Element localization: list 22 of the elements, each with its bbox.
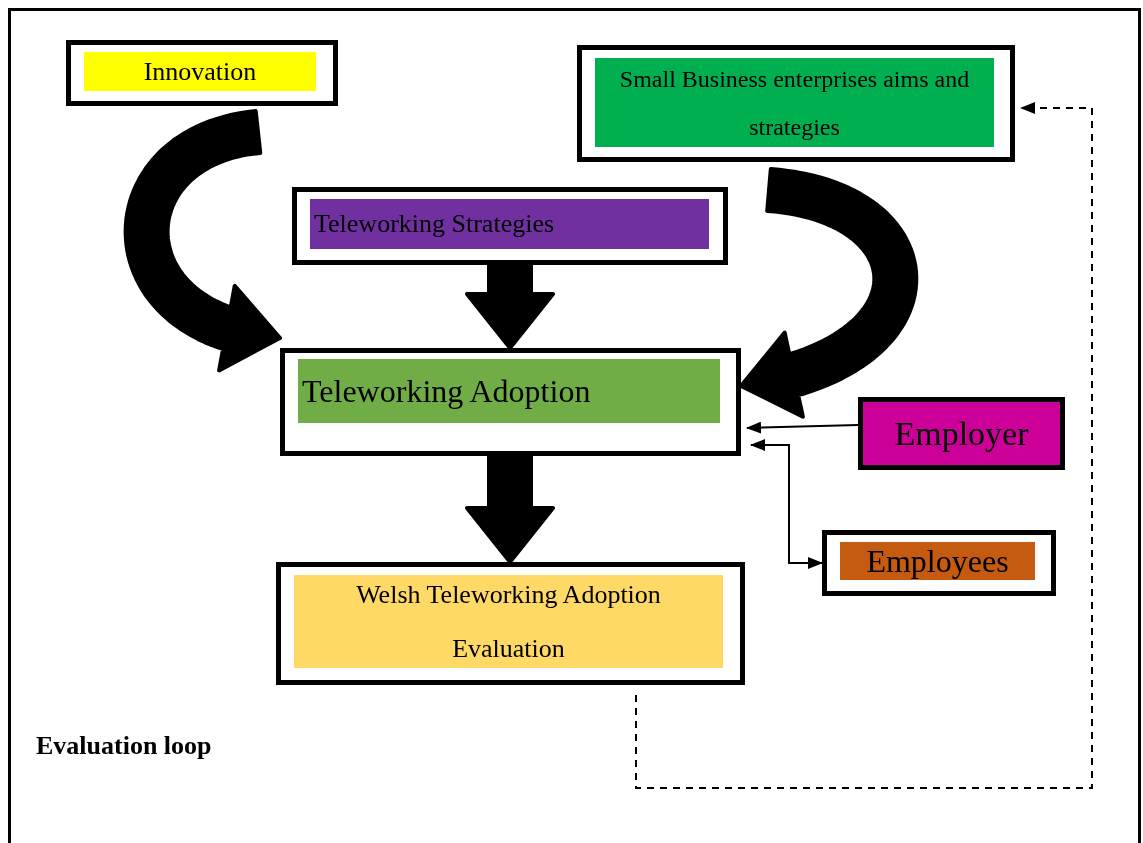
process-box bbox=[577, 45, 1015, 162]
node-text: Teleworking Adoption bbox=[301, 372, 591, 411]
node-text: Employer bbox=[894, 413, 1029, 454]
thick-arrow bbox=[465, 263, 555, 350]
process-box bbox=[822, 530, 1056, 596]
thick-arrow bbox=[465, 454, 555, 564]
thick-arrow bbox=[739, 167, 919, 419]
process-box bbox=[276, 562, 745, 685]
thick-arrow bbox=[123, 109, 282, 373]
process-box bbox=[858, 397, 1065, 470]
node-text: Teleworking Strategies bbox=[313, 208, 555, 240]
dashed-arrow bbox=[635, 102, 1093, 789]
arrow bbox=[750, 439, 823, 569]
node-text: Employees bbox=[866, 542, 1009, 580]
process-box bbox=[292, 187, 728, 265]
node-text: Innovation bbox=[143, 56, 257, 88]
loop-label: Evaluation loop bbox=[36, 730, 212, 762]
arrow bbox=[746, 421, 859, 434]
process-box bbox=[280, 348, 741, 456]
node-text: Small Business enterprises aims and strategies bbox=[618, 64, 971, 142]
process-box bbox=[66, 40, 338, 106]
node-text: Welsh Teleworking Adoption Evaluation bbox=[355, 578, 662, 665]
